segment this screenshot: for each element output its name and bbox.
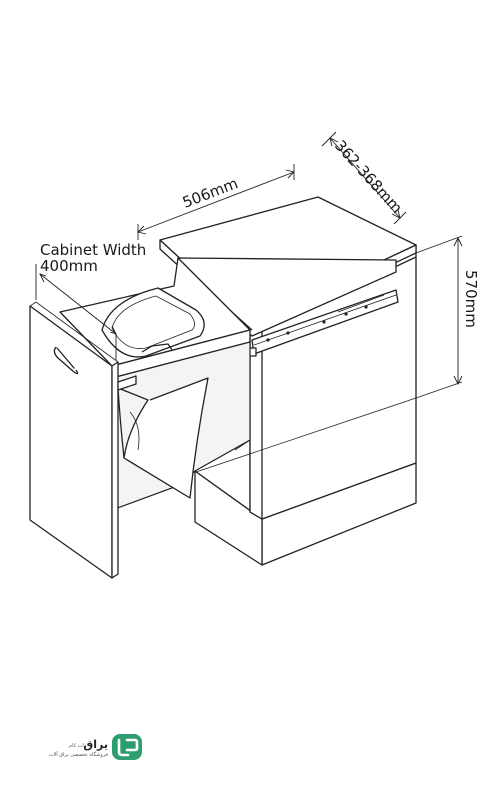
dim-height-extension — [195, 397, 417, 473]
brand-domain: دات کام — [69, 743, 86, 749]
dim-cabinet-width-label: Cabinet Width — [40, 241, 146, 259]
dim-width-range-label: 362-368mm — [331, 137, 406, 217]
brand-name: یراق — [83, 738, 108, 751]
dim-cabinet-width-value: 400mm — [40, 257, 98, 275]
brand-logo: یراق دات کام فروشگاه تخصصی یراق آلات — [49, 734, 142, 760]
dim-depth-label: 506mm — [180, 174, 240, 212]
door-handle — [53, 346, 79, 375]
dim-height-label: 570mm — [462, 270, 480, 328]
brand-tagline: فروشگاه تخصصی یراق آلات — [49, 751, 109, 758]
dim-cabinet-width: Cabinet Width 400mm — [35, 241, 146, 360]
waste-bin — [101, 287, 209, 499]
front-door — [29, 301, 137, 579]
dim-height: 570mm — [415, 235, 480, 399]
